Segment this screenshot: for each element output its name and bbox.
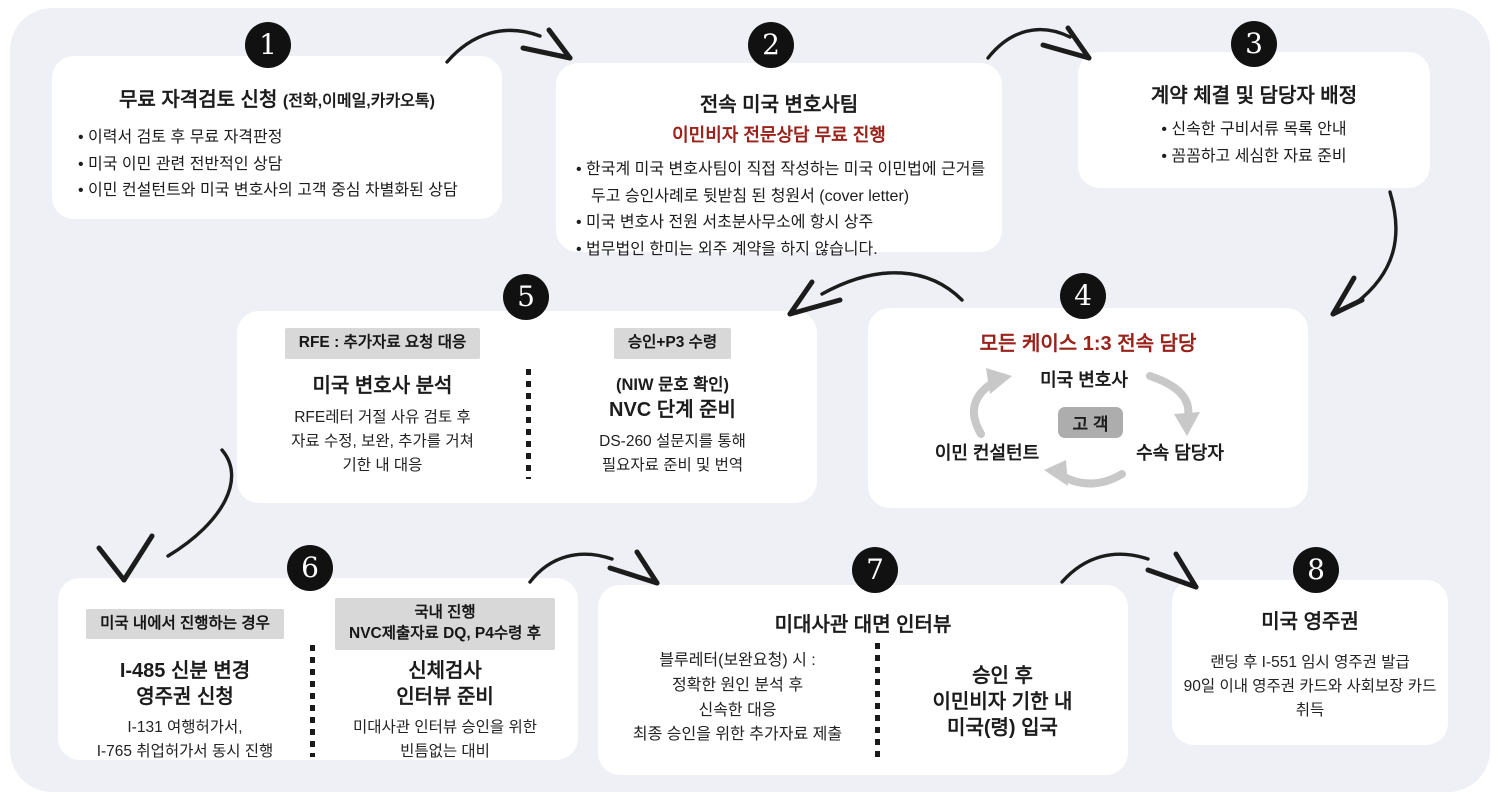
step-5-approval-label: 승인+P3 수령 [613,328,732,359]
bullet-item: 이력서 검토 후 무료 자격판정 [78,125,502,152]
step-5-niw-note: (NIW 문호 확인) [616,375,729,394]
cycle-arrow-left-up [970,378,998,438]
step-7-number-badge: 7 [852,547,898,593]
step-3-title: 계약 체결 및 담당자 배정 [1150,85,1358,107]
step-6-number-badge: 6 [287,545,333,591]
step-6-usa-label: 미국 내에서 진행하는 경우 [86,608,284,640]
step-6-domestic-label-area: 국내 진행 NVC제출자료 DQ, P4수령 후 [312,596,578,652]
bullet-item: 한국계 미국 변호사팀이 직접 작성하는 미국 이민법에 근거를 두고 승인사례… [576,157,990,210]
step-2-subtitle: 이민비자 전문상담 무료 진행 [672,125,886,145]
step-3-card: 계약 체결 및 담당자 배정 신속한 구비서류 목록 안내꼼꼼하고 세심한 자료… [1078,52,1430,188]
bullet-item: 이민 컨설턴트와 미국 변호사의 고객 중심 차별화된 상담 [78,178,502,205]
step-5-rfe-label: RFE : 추가자료 요청 대응 [284,328,481,359]
step-5-rfe-title: 미국 변호사 분석 [312,374,453,397]
step-5-rfe-column: RFE : 추가자료 요청 대응 미국 변호사 분석 RFE레터 거절 사유 검… [237,311,528,503]
step-4-number-badge: 4 [1060,273,1106,319]
cycle-arrow-right-down [1146,372,1193,420]
step-6-divider [310,645,315,757]
step-8-card: 미국 영주권 랜딩 후 I-551 임시 영주권 발급 90일 이내 영주권 카… [1172,580,1448,745]
step-2-number-badge: 2 [748,22,794,68]
cycle-role-attorney: 미국 변호사 [1040,370,1128,390]
step-3-bullet-list: 신속한 구비서류 목록 안내꼼꼼하고 세심한 자료 준비 [1161,117,1346,170]
step-5-nvc-column: 승인+P3 수령 (NIW 문호 확인) NVC 단계 준비 DS-260 설문… [528,311,817,503]
step-6-domestic-column: 국내 진행 NVC제출자료 DQ, P4수령 후 신체검사 인터뷰 준비 미대사… [312,578,578,760]
step-5-nvc-title: NVC 단계 준비 [609,398,736,421]
step-6-medical-body: 미대사관 인터뷰 승인을 위한 빈틈없는 대비 [352,719,538,761]
step-1-title-note: (전화,이메일,카카오톡) [282,93,435,110]
step-7-divider [875,643,880,761]
step-5-number-badge: 5 [503,274,549,320]
step-7-approval-column: 승인 후 이민비자 기한 내 미국(령) 입국 [877,645,1128,775]
bullet-item: 미국 이민 관련 전반적인 상담 [78,152,502,179]
step-6-card: 미국 내에서 진행하는 경우 I-485 신분 변경 영주권 신청 I-131 … [58,578,578,760]
step-6-medical-title: 신체검사 인터뷰 준비 [396,660,494,708]
step-1-title-text: 무료 자격검토 신청 [119,89,278,111]
cycle-arrow-right-down-head [1174,412,1200,436]
cycle-arrow-bottom-left-head [1044,460,1068,486]
step-4-title: 모든 케이스 1:3 전속 담당 [979,333,1197,355]
step-1-bullet-list: 이력서 검토 후 무료 자격판정미국 이민 관련 전반적인 상담이민 컨설턴트와… [78,125,502,205]
step-6-usa-column: 미국 내에서 진행하는 경우 I-485 신분 변경 영주권 신청 I-131 … [58,578,312,760]
step-1-card: 무료 자격검토 신청 (전화,이메일,카카오톡) 이력서 검토 후 무료 자격판… [52,56,502,219]
step-6-domestic-label: 국내 진행 NVC제출자료 DQ, P4수령 후 [335,598,555,650]
step-5-rfe-body: RFE레터 거절 사유 검토 후 자료 수정, 보완, 추가를 거쳐 기한 내 … [291,408,474,474]
bullet-item: 신속한 구비서류 목록 안내 [1161,117,1346,144]
step-4-card: 모든 케이스 1:3 전속 담당 미국 변호사 고 객 이민 컨설턴트 수속 담… [868,308,1308,508]
step-7-blueletter-column: 블루레터(보완요청) 시 : 정확한 원인 분석 후 신속한 대응 최종 승인을… [598,645,877,775]
bullet-item: 법무법인 한미는 외주 계약을 하지 않습니다. [576,237,990,264]
cycle-customer-box: 고 객 [1058,407,1123,438]
step-6-usa-label-area: 미국 내에서 진행하는 경우 [58,596,312,652]
step-2-card: 전속 미국 변호사팀 이민비자 전문상담 무료 진행 한국계 미국 변호사팀이 … [556,63,1002,258]
step-3-number-badge: 3 [1231,21,1277,67]
step-6-i485-body: I-131 여행허가서, I-765 취업허가서 동시 진행 [96,719,274,761]
step-5-divider [526,369,531,479]
step-1-title: 무료 자격검토 신청 (전화,이메일,카카오톡) [52,56,502,113]
bullet-item: 꼼꼼하고 세심한 자료 준비 [1161,144,1346,171]
step-7-blueletter-body: 블루레터(보완요청) 시 : 정확한 원인 분석 후 신속한 대응 최종 승인을… [632,652,843,744]
step-5-card: RFE : 추가자료 요청 대응 미국 변호사 분석 RFE레터 거절 사유 검… [237,311,817,503]
cycle-arrow-left-up-head [986,368,1012,394]
step-1-number-badge: 1 [245,22,291,68]
step-8-body: 랜딩 후 I-551 임시 영주권 발급 90일 이내 영주권 카드와 사회보장… [1183,654,1437,720]
bullet-item: 미국 변호사 전원 서초분사무소에 항시 상주 [576,210,990,237]
step-8-number-badge: 8 [1293,547,1339,593]
cycle-role-consultant: 이민 컨설턴트 [934,443,1040,463]
step-5-nvc-body: DS-260 설문지를 통해 필요자료 준비 및 번역 [599,432,746,474]
step-7-entry-title: 승인 후 이민비자 기한 내 미국(령) 입국 [932,665,1073,739]
step-2-bullet-list: 한국계 미국 변호사팀이 직접 작성하는 미국 이민법에 근거를 두고 승인사례… [576,157,990,263]
cycle-role-processor: 수속 담당자 [1136,443,1224,463]
step-2-title: 전속 미국 변호사팀 [699,94,859,116]
step-7-card: 미대사관 대면 인터뷰 블루레터(보완요청) 시 : 정확한 원인 분석 후 신… [598,585,1128,775]
step-6-i485-title: I-485 신분 변경 영주권 신청 [119,660,251,708]
step-8-title: 미국 영주권 [1261,611,1359,633]
step-7-title: 미대사관 대면 인터뷰 [774,614,952,636]
cycle-arrow-bottom-left [1058,470,1126,488]
